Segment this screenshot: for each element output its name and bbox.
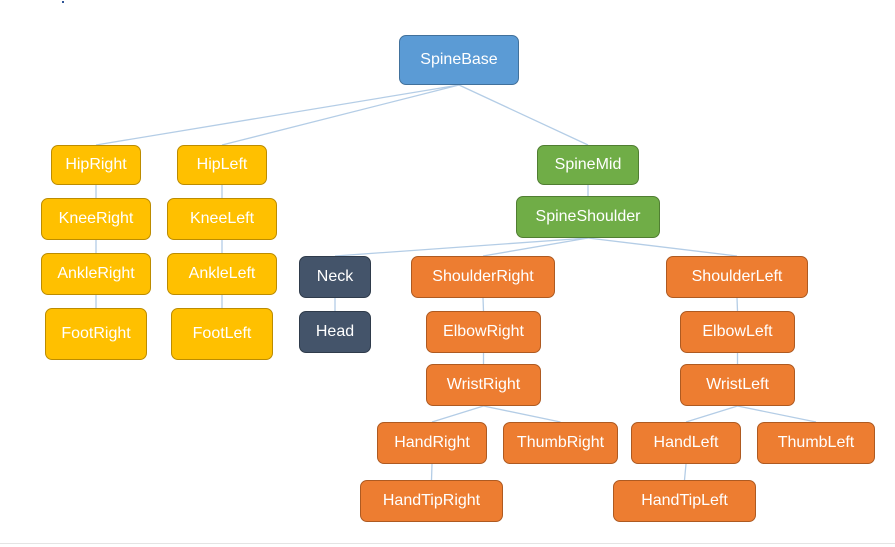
link-handleft-handtipleft: [683, 463, 687, 481]
node-thumbleft: ThumbLeft: [757, 422, 875, 464]
node-head: Head: [299, 311, 371, 353]
link-spinebase-spinemid: [458, 84, 589, 146]
node-spinebase: SpineBase: [399, 35, 519, 85]
corner-dot: [62, 1, 64, 3]
link-wristleft-thumbleft: [737, 405, 817, 423]
link-shoulderright-elbowright: [482, 297, 485, 312]
node-shoulderleft: ShoulderLeft: [666, 256, 808, 298]
node-elbowright: ElbowRight: [426, 311, 541, 353]
node-handtipleft: HandTipLeft: [613, 480, 756, 522]
node-kneeleft: KneeLeft: [167, 198, 277, 240]
node-thumbright: ThumbRight: [503, 422, 618, 464]
node-hipright: HipRight: [51, 145, 141, 185]
node-kneeright: KneeRight: [41, 198, 151, 240]
link-wristleft-handleft: [685, 405, 738, 423]
node-footleft: FootLeft: [171, 308, 273, 360]
link-spineshoulder-shoulderleft: [587, 237, 738, 257]
link-shoulderleft-elbowleft: [736, 297, 739, 312]
node-elbowleft: ElbowLeft: [680, 311, 795, 353]
node-handleft: HandLeft: [631, 422, 741, 464]
node-shoulderright: ShoulderRight: [411, 256, 555, 298]
node-footright: FootRight: [45, 308, 147, 360]
node-wristleft: WristLeft: [680, 364, 795, 406]
node-ankleright: AnkleRight: [41, 253, 151, 295]
link-handright-handtipright: [430, 463, 433, 481]
link-spineshoulder-neck: [334, 237, 589, 257]
link-spinebase-hipright: [95, 84, 460, 146]
link-wristright-handright: [431, 405, 484, 423]
node-ankleleft: AnkleLeft: [167, 253, 277, 295]
link-spineshoulder-shoulderright: [482, 237, 589, 257]
node-hipleft: HipLeft: [177, 145, 267, 185]
bottom-divider: [0, 543, 895, 544]
node-handright: HandRight: [377, 422, 487, 464]
link-spinebase-hipleft: [221, 84, 460, 146]
node-spineshoulder: SpineShoulder: [516, 196, 660, 238]
node-wristright: WristRight: [426, 364, 541, 406]
node-handtipright: HandTipRight: [360, 480, 503, 522]
node-spinemid: SpineMid: [537, 145, 639, 185]
node-neck: Neck: [299, 256, 371, 298]
link-wristright-thumbright: [483, 405, 561, 423]
